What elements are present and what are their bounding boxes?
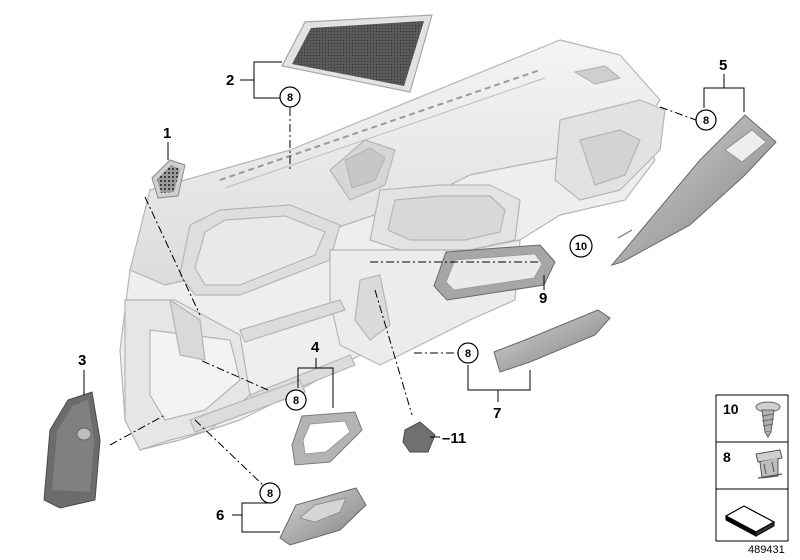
callout-9: 9 bbox=[539, 290, 547, 307]
leader-lines bbox=[83, 61, 745, 533]
glovebox-trim-part bbox=[433, 244, 556, 301]
svg-text:10: 10 bbox=[575, 241, 587, 253]
svg-text:8: 8 bbox=[703, 115, 709, 127]
left-end-cover-part bbox=[43, 391, 101, 509]
svg-text:8: 8 bbox=[293, 395, 299, 407]
callout-labels: 1 2 3 4 5 6 7 9 –11 bbox=[78, 57, 727, 524]
legend-label-8: 8 bbox=[723, 449, 731, 465]
diagram-number: 489431 bbox=[748, 544, 785, 556]
circle-8-bezel: 8 bbox=[285, 389, 307, 411]
trim-bezel-part bbox=[291, 411, 363, 466]
fastener-legend: 10 8 bbox=[715, 394, 789, 542]
legend-label-10: 10 bbox=[723, 401, 739, 417]
speaker-cover-part bbox=[281, 14, 433, 93]
svg-text:8: 8 bbox=[287, 92, 293, 104]
side-vent-grille-part bbox=[151, 159, 186, 199]
svg-text:8: 8 bbox=[267, 488, 273, 500]
circle-8-lower-trim: 8 bbox=[259, 482, 281, 504]
lower-left-trim-part bbox=[279, 487, 367, 546]
right-long-trim-part bbox=[610, 114, 777, 266]
callout-7: 7 bbox=[493, 405, 501, 422]
callout-11: –11 bbox=[442, 430, 466, 447]
callout-4: 4 bbox=[311, 339, 320, 356]
circled-labels: 8 8 8 8 8 10 bbox=[259, 86, 717, 504]
callout-1: 1 bbox=[163, 125, 171, 142]
circle-8-speaker: 8 bbox=[279, 86, 301, 108]
right-lower-trim-part bbox=[493, 309, 611, 373]
circle-10-glovebox: 10 bbox=[569, 234, 593, 258]
callout-5: 5 bbox=[719, 57, 727, 74]
seal-strip-icon bbox=[724, 505, 776, 537]
small-cap-part bbox=[402, 421, 436, 453]
svg-text:8: 8 bbox=[465, 348, 471, 360]
callout-3: 3 bbox=[78, 352, 86, 369]
callout-6: 6 bbox=[216, 507, 224, 524]
clip-icon bbox=[755, 449, 783, 479]
circle-8-right-trim: 8 bbox=[695, 109, 717, 131]
circle-8-strip: 8 bbox=[457, 342, 479, 364]
callout-2: 2 bbox=[226, 72, 234, 89]
screw-icon bbox=[755, 401, 781, 438]
dashboard-illustration bbox=[119, 39, 666, 451]
